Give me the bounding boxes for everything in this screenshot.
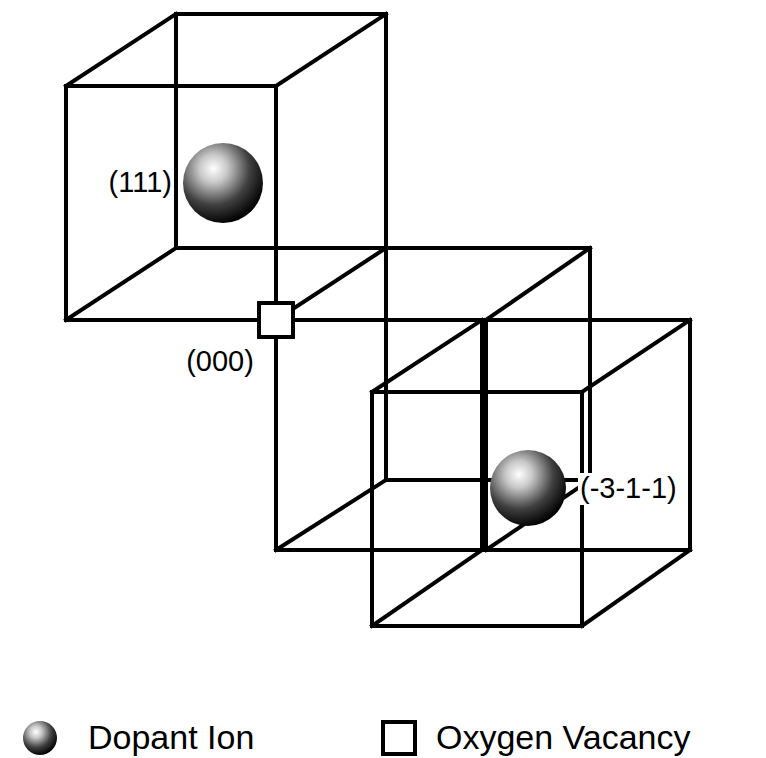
dopant-ion <box>183 143 263 223</box>
cube-bottom-right <box>372 320 690 626</box>
legend-dopant-sample <box>23 721 57 755</box>
legend-text: Oxygen Vacancy <box>434 719 693 756</box>
legend-vacancy-sample <box>383 722 415 754</box>
cube-top-left <box>66 14 386 320</box>
position-label: (000) <box>184 346 256 378</box>
cube-middle <box>276 248 590 550</box>
oxygen-vacancy <box>259 303 293 337</box>
legend-text: Dopant Ion <box>86 719 256 756</box>
position-label: (-3-1-1) <box>578 473 679 505</box>
cube-wireframes <box>66 14 690 626</box>
dopant-ion <box>490 450 566 526</box>
position-label: (111) <box>107 167 174 199</box>
